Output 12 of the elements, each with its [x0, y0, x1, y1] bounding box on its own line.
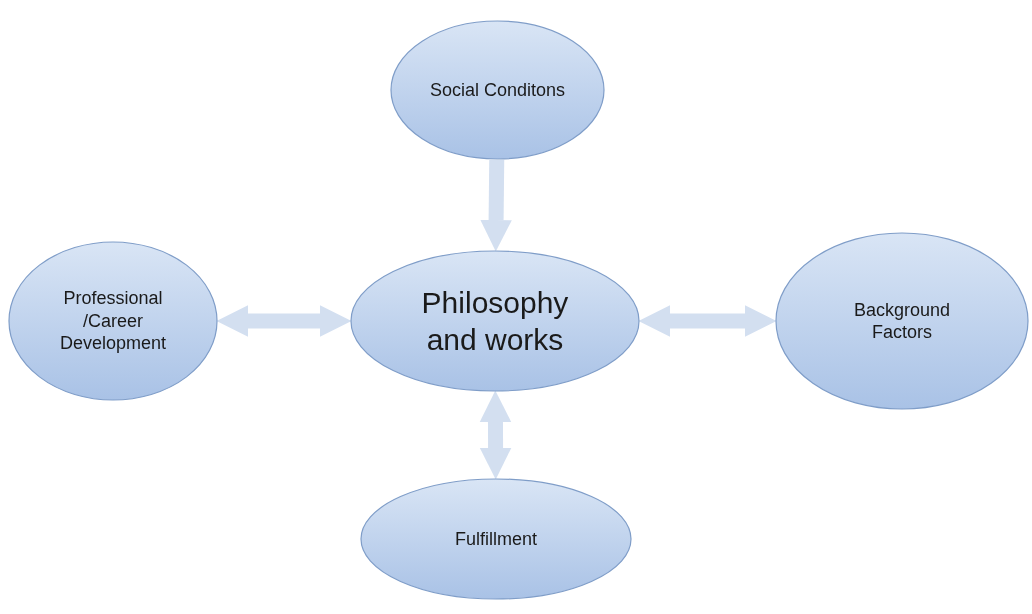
ellipse-node [390, 20, 605, 160]
block-arrow [479, 390, 512, 480]
node-label: Social Conditons [429, 78, 566, 102]
node-label: Fulfillment [455, 527, 537, 551]
node-label: Philosophy and works [420, 284, 570, 358]
ellipse-node [8, 241, 218, 401]
node-label: Professional /Career Development [58, 287, 168, 355]
ellipse-node [360, 478, 632, 600]
ellipse-node [350, 250, 640, 392]
node-label: Background Factors [852, 298, 952, 344]
block-arrow [480, 159, 512, 252]
ellipse-node [775, 232, 1029, 410]
